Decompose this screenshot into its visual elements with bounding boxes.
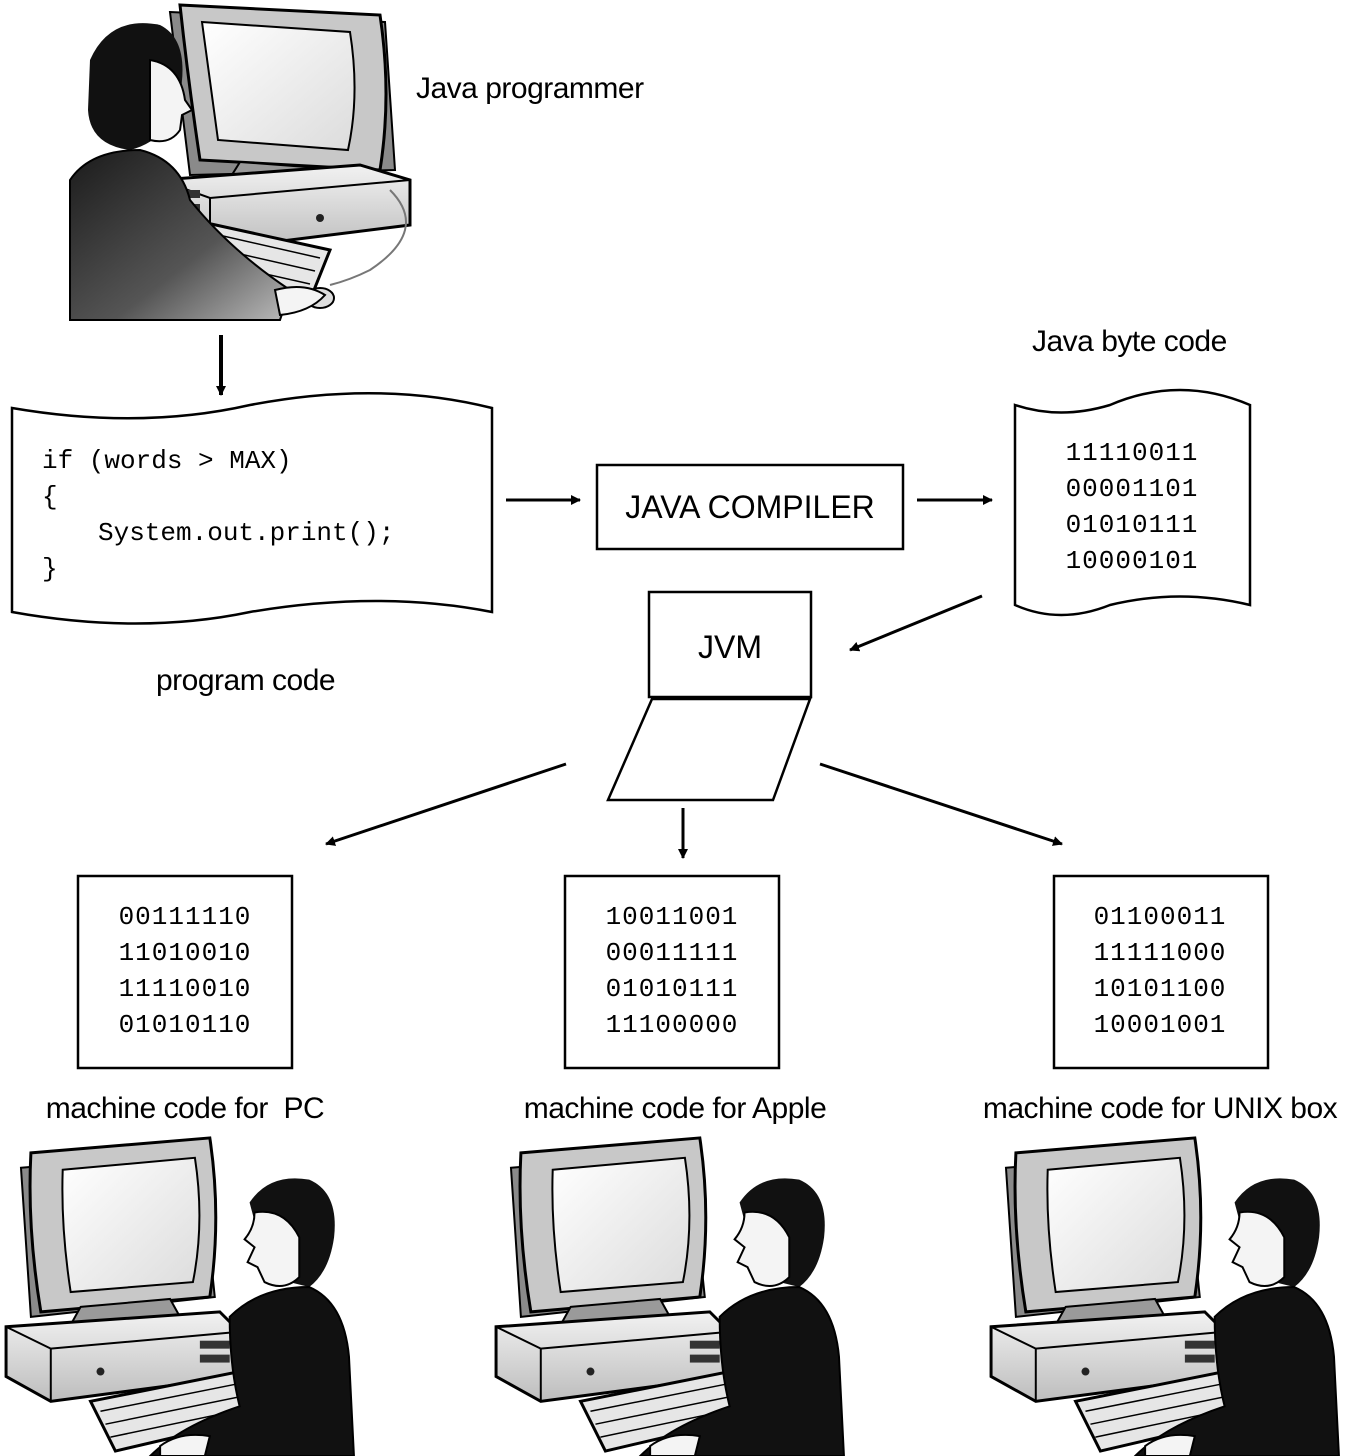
machine-code-line: 00111110 [119,902,252,932]
java-programmer-label: Java programmer [416,72,644,105]
machine-code-line: 01010111 [606,974,739,1004]
program-code-label: program code [156,664,335,697]
byte-code-line: 10000101 [1066,546,1199,576]
program-code-document [10,392,494,625]
arrow-bytecode-to-jvm [849,594,983,652]
code-line: } [42,554,58,584]
user-at-apple-icon [494,1136,846,1456]
byte-code-line: 00001101 [1066,474,1199,504]
java-compiler-label: JAVA COMPILER [625,489,875,525]
java-compiler-box [595,463,905,551]
machine-code-apple-label: machine code for Apple [524,1092,827,1125]
byte-code-line: 11110011 [1066,438,1199,468]
jvm-label: JVM [698,629,762,665]
byte-code-document [1013,388,1252,617]
machine-code-apple-box [563,874,781,1070]
machine-code-line: 10011001 [606,902,739,932]
machine-code-line: 00011111 [606,938,739,968]
machine-code-line: 11010010 [119,938,252,968]
machine-code-line: 11110010 [119,974,252,1004]
machine-code-line: 10101100 [1094,974,1227,1004]
machine-code-line: 10001001 [1094,1010,1227,1040]
programmer-at-computer-icon [68,3,412,322]
machine-code-pc-box [76,874,294,1070]
machine-code-pc-label: machine code for PC [46,1092,324,1125]
machine-code-unix-label: machine code for UNIX box [983,1092,1338,1125]
machine-code-line: 11100000 [606,1010,739,1040]
machine-code-line: 01100011 [1094,902,1227,932]
machine-code-line: 11111000 [1094,938,1227,968]
code-line: if (words > MAX) [42,446,292,476]
user-at-unix-icon [989,1136,1341,1456]
jvm-laptop-icon [606,590,813,802]
machine-code-unix-box [1052,874,1270,1070]
byte-code-line: 01010111 [1066,510,1199,540]
arrow-jvm-to-unix [819,762,1063,846]
machine-code-line: 01010110 [119,1010,252,1040]
java-byte-code-label: Java byte code [1032,325,1227,358]
arrow-jvm-to-pc [325,762,567,846]
code-line: { [42,482,58,512]
code-line: System.out.print(); [98,518,394,548]
user-at-pc-icon [4,1136,356,1456]
